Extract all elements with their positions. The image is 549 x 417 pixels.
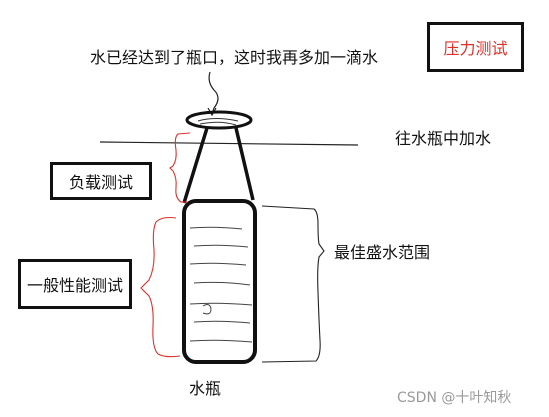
arrow-head bbox=[207, 107, 217, 117]
general-performance-test-label: 一般性能测试 bbox=[26, 276, 123, 295]
general-performance-test-box: 一般性能测试 bbox=[18, 259, 132, 309]
bottle-neck bbox=[182, 127, 255, 204]
bottle-label: 水瓶 bbox=[189, 379, 222, 398]
pressure-test-label: 压力测试 bbox=[443, 39, 508, 58]
top-note-label: 水已经达到了瓶口，这时我再多加一滴水 bbox=[90, 48, 379, 67]
cap-scribble bbox=[197, 118, 239, 126]
add-water-label: 往水瓶中加水 bbox=[395, 129, 492, 148]
arrow-to-water-line bbox=[208, 71, 219, 115]
pressure-test-box: 压力测试 bbox=[427, 22, 524, 72]
water-level-line bbox=[99, 141, 359, 146]
load-test-label: 负载测试 bbox=[68, 173, 133, 192]
load-test-box: 负载测试 bbox=[50, 162, 152, 200]
bottle-cap bbox=[185, 110, 253, 130]
bottle-body bbox=[182, 199, 257, 364]
brace-best-range bbox=[261, 205, 325, 363]
best-range-label: 最佳盛水范围 bbox=[334, 243, 431, 262]
water-squiggle bbox=[202, 304, 212, 315]
watermark: CSDN @十叶知秋 bbox=[397, 390, 512, 406]
bottle-water-lines bbox=[189, 226, 253, 343]
brace-load bbox=[169, 132, 191, 203]
brace-general bbox=[140, 216, 181, 358]
